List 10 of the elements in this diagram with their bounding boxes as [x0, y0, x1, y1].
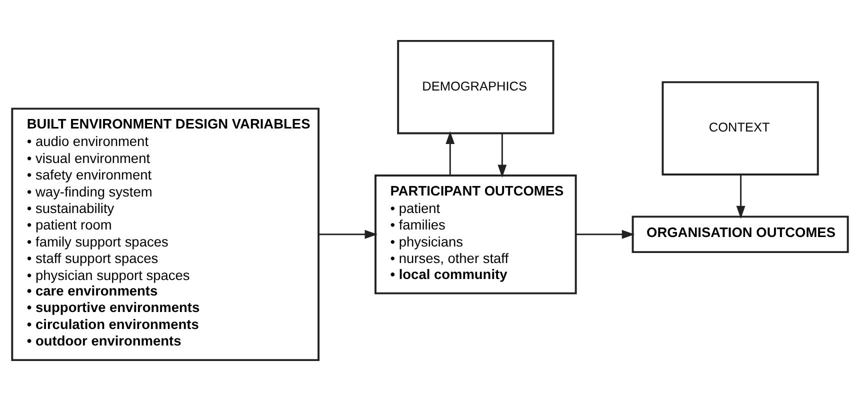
node-box: DEMOGRAPHICS	[397, 40, 554, 134]
arrow	[318, 230, 378, 239]
arrow	[576, 230, 635, 239]
node-box: BUILT ENVIRONMENT DESIGN VARIABLES • audio environment • visual environment • safety environment • way-finding system • sustainability • patient room • family support spaces • staff support spaces • physician support spaces • care environments • supportive environments • circulation environments • outdoor environments	[11, 108, 320, 362]
arrow	[736, 174, 746, 219]
node-box: CONTEXT	[662, 81, 819, 176]
arrow	[446, 131, 455, 176]
node-box: PARTICIPANT OUTCOMES • patient • families • physicians • nurses, other staff • local community	[374, 174, 577, 294]
arrow	[498, 133, 507, 178]
node-box: ORGANISATION OUTCOMES	[632, 216, 849, 254]
